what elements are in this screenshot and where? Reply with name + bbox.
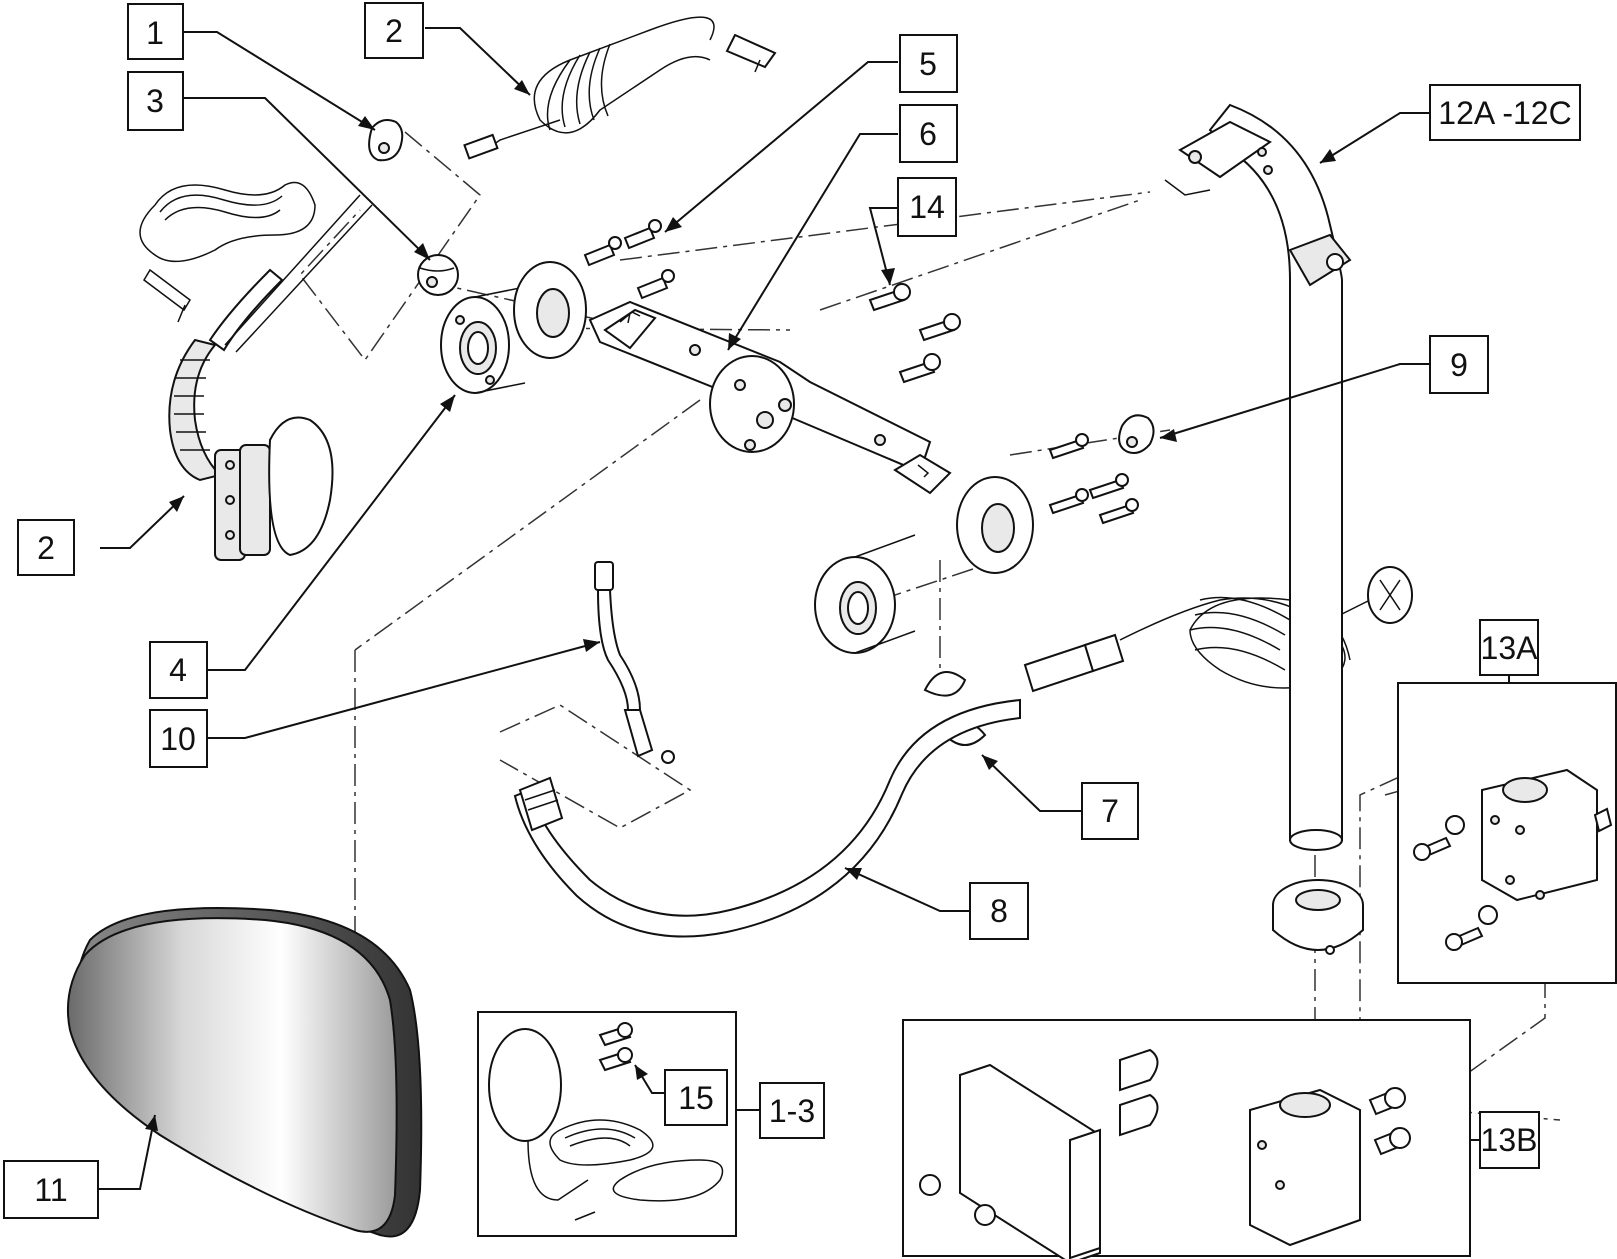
callout-2-top-label: 2	[385, 13, 403, 49]
callout-3: 3	[127, 71, 184, 131]
callout-13a-label: 13A	[1481, 630, 1539, 666]
callout-12: 12A -12C	[1429, 84, 1581, 141]
callout-1-label: 1	[146, 15, 164, 51]
callout-8-label: 8	[990, 893, 1008, 929]
part-long-cable-8	[513, 566, 1413, 938]
part-headrest-cable-left	[139, 181, 373, 561]
callout-2-left: 2	[17, 519, 75, 576]
callout-15: 15	[664, 1069, 728, 1126]
callout-1: 1	[127, 3, 184, 60]
callout-1-3: 1-3	[759, 1082, 825, 1139]
callout-14: 14	[897, 177, 957, 237]
callout-3-label: 3	[146, 83, 164, 119]
callout-14-label: 14	[909, 189, 945, 225]
part-clamp-block-13b	[902, 1019, 1471, 1259]
callout-11-label: 11	[34, 1172, 67, 1208]
callout-5: 5	[899, 34, 958, 93]
part-cross-bar-6	[513, 261, 952, 495]
part-short-cable-10	[594, 561, 675, 764]
part-clamp-block-13a	[1397, 682, 1617, 984]
callout-10-label: 10	[160, 721, 196, 757]
part-end-cap-9	[1048, 414, 1155, 525]
callout-13b: 13B	[1479, 1111, 1540, 1169]
callout-13a: 13A	[1479, 619, 1539, 676]
callout-6-label: 6	[919, 116, 937, 152]
callout-1-3-label: 1-3	[769, 1093, 815, 1129]
part-coiled-cable-top	[463, 16, 777, 160]
callout-11: 11	[3, 1160, 99, 1219]
callout-13b-label: 13B	[1481, 1122, 1538, 1158]
callout-6: 6	[899, 104, 958, 163]
callout-4-label: 4	[169, 652, 187, 688]
callout-10: 10	[149, 709, 208, 768]
callout-7: 7	[1081, 782, 1139, 840]
part-clamp-discs-right	[814, 476, 1034, 654]
part-post-12	[1164, 103, 1352, 851]
leader-lines	[98, 27, 1510, 1190]
part-end-cap-1	[368, 119, 404, 162]
callout-7-label: 7	[1101, 793, 1119, 829]
part-clamp-disc-4	[440, 286, 526, 394]
callout-8: 8	[969, 882, 1029, 940]
callout-15-label: 15	[678, 1080, 714, 1116]
part-headrest-pad-11	[66, 907, 423, 1238]
part-screws-5	[583, 219, 675, 300]
callout-9-label: 9	[1450, 347, 1468, 383]
part-ball-knob-3	[417, 254, 459, 296]
callout-2-top: 2	[364, 2, 424, 59]
callout-2-left-label: 2	[37, 530, 55, 566]
callout-5-label: 5	[919, 46, 937, 82]
callout-9: 9	[1429, 335, 1489, 394]
callout-4: 4	[149, 641, 208, 699]
part-screws-14	[868, 283, 961, 384]
part-collar	[1272, 879, 1364, 955]
callout-12-label: 12A -12C	[1438, 95, 1571, 131]
